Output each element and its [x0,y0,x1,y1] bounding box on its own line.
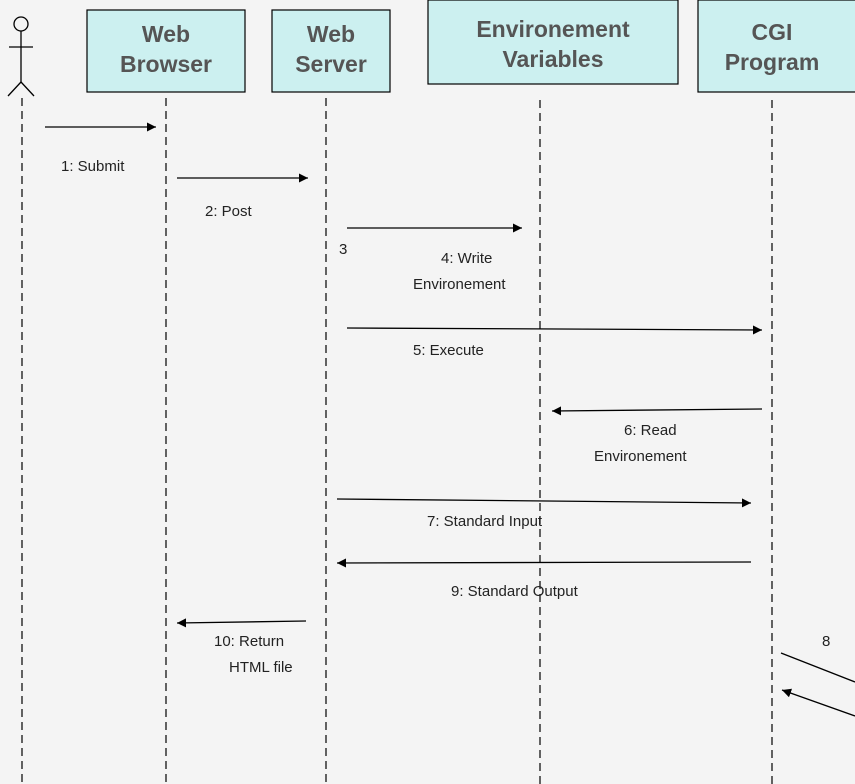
message-label-return-line1: 10: Return [214,633,284,650]
arrow-standard-input [336,498,752,508]
participant-web-browser-line2: Browser [120,51,212,77]
participant-web-browser-line1: Web [142,21,190,47]
arrow-read-environment [551,406,763,416]
participant-web-server-line1: Web [307,21,355,47]
participant-cgi-program-line2: Program [725,49,820,75]
participant-environment-variables-line1: Environement [476,16,630,42]
participant-environment-variables-line2: Variables [502,46,603,72]
participant-cgi-program: CGI Program [697,0,855,93]
participant-web-server-line2: Server [295,51,367,77]
arrow-return-html [176,618,307,628]
message-label-read-line1: 6: Read [624,422,677,439]
arrow-execute [346,325,763,335]
message-label-read-line2: Environement [594,448,687,465]
message-label-standard-input: 7: Standard Input [427,513,543,530]
message-label-8: 8 [822,633,830,650]
message-label-3: 3 [339,241,347,258]
message-label-return-line2: HTML file [229,659,293,676]
participant-web-browser: Web Browser [86,9,246,93]
participant-environment-variables: Environement Variables [427,0,679,85]
user-actor-icon [7,16,35,97]
message-label-execute: 5: Execute [413,342,484,359]
message-label-standard-output: 9: Standard Output [451,583,579,600]
arrow-self-return [781,688,855,717]
arrow-standard-output [336,558,752,568]
arrow-self-call [780,652,855,683]
participant-web-server: Web Server [271,9,391,93]
message-label-write-line1: 4: Write [441,250,492,267]
message-label-submit: 1: Submit [61,158,125,175]
message-label-write-line2: Environement [413,276,506,293]
participant-cgi-program-line1: CGI [752,19,793,45]
message-label-post: 2: Post [205,203,253,220]
